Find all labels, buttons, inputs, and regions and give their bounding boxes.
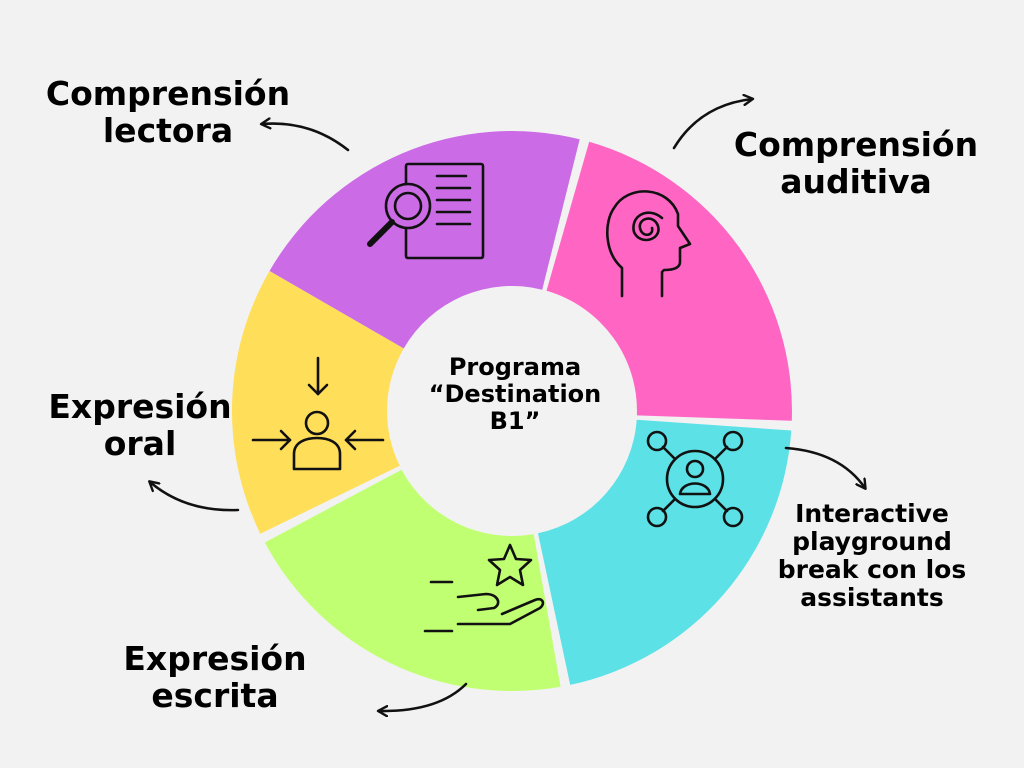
person-arrows-icon [251,356,385,471]
arrow-to-comprension-lectora [262,124,350,152]
label-expresion-escrita: Expresión escrita [123,639,307,715]
segment-interactive-playground [538,419,792,685]
ring [231,130,792,691]
document-magnifier-icon [367,162,485,260]
segment-comprension-auditiva [546,141,792,421]
segment-expresion-oral [231,271,404,534]
network-person-icon [646,430,744,528]
center-label: Programa “Destination B1” [428,353,602,435]
arrow-to-expresion-oral [150,482,240,512]
arrow-to-expresion-escrita [379,682,468,711]
label-expresion-oral: Expresión oral [48,387,232,463]
head-spiral-icon [605,190,692,298]
label-comprension-auditiva: Comprensión auditiva [733,125,979,201]
segment-comprension-lectora [269,130,580,349]
label-interactive-playground: Interactive playground break con los ass… [777,499,967,612]
arrow-to-comprension-auditiva [672,99,752,150]
arrow-to-interactive-playground [784,446,865,488]
segment-expresion-escrita [264,469,561,691]
label-comprension-lectora: Comprensión lectora [45,74,291,150]
hand-star-icon [423,543,545,633]
